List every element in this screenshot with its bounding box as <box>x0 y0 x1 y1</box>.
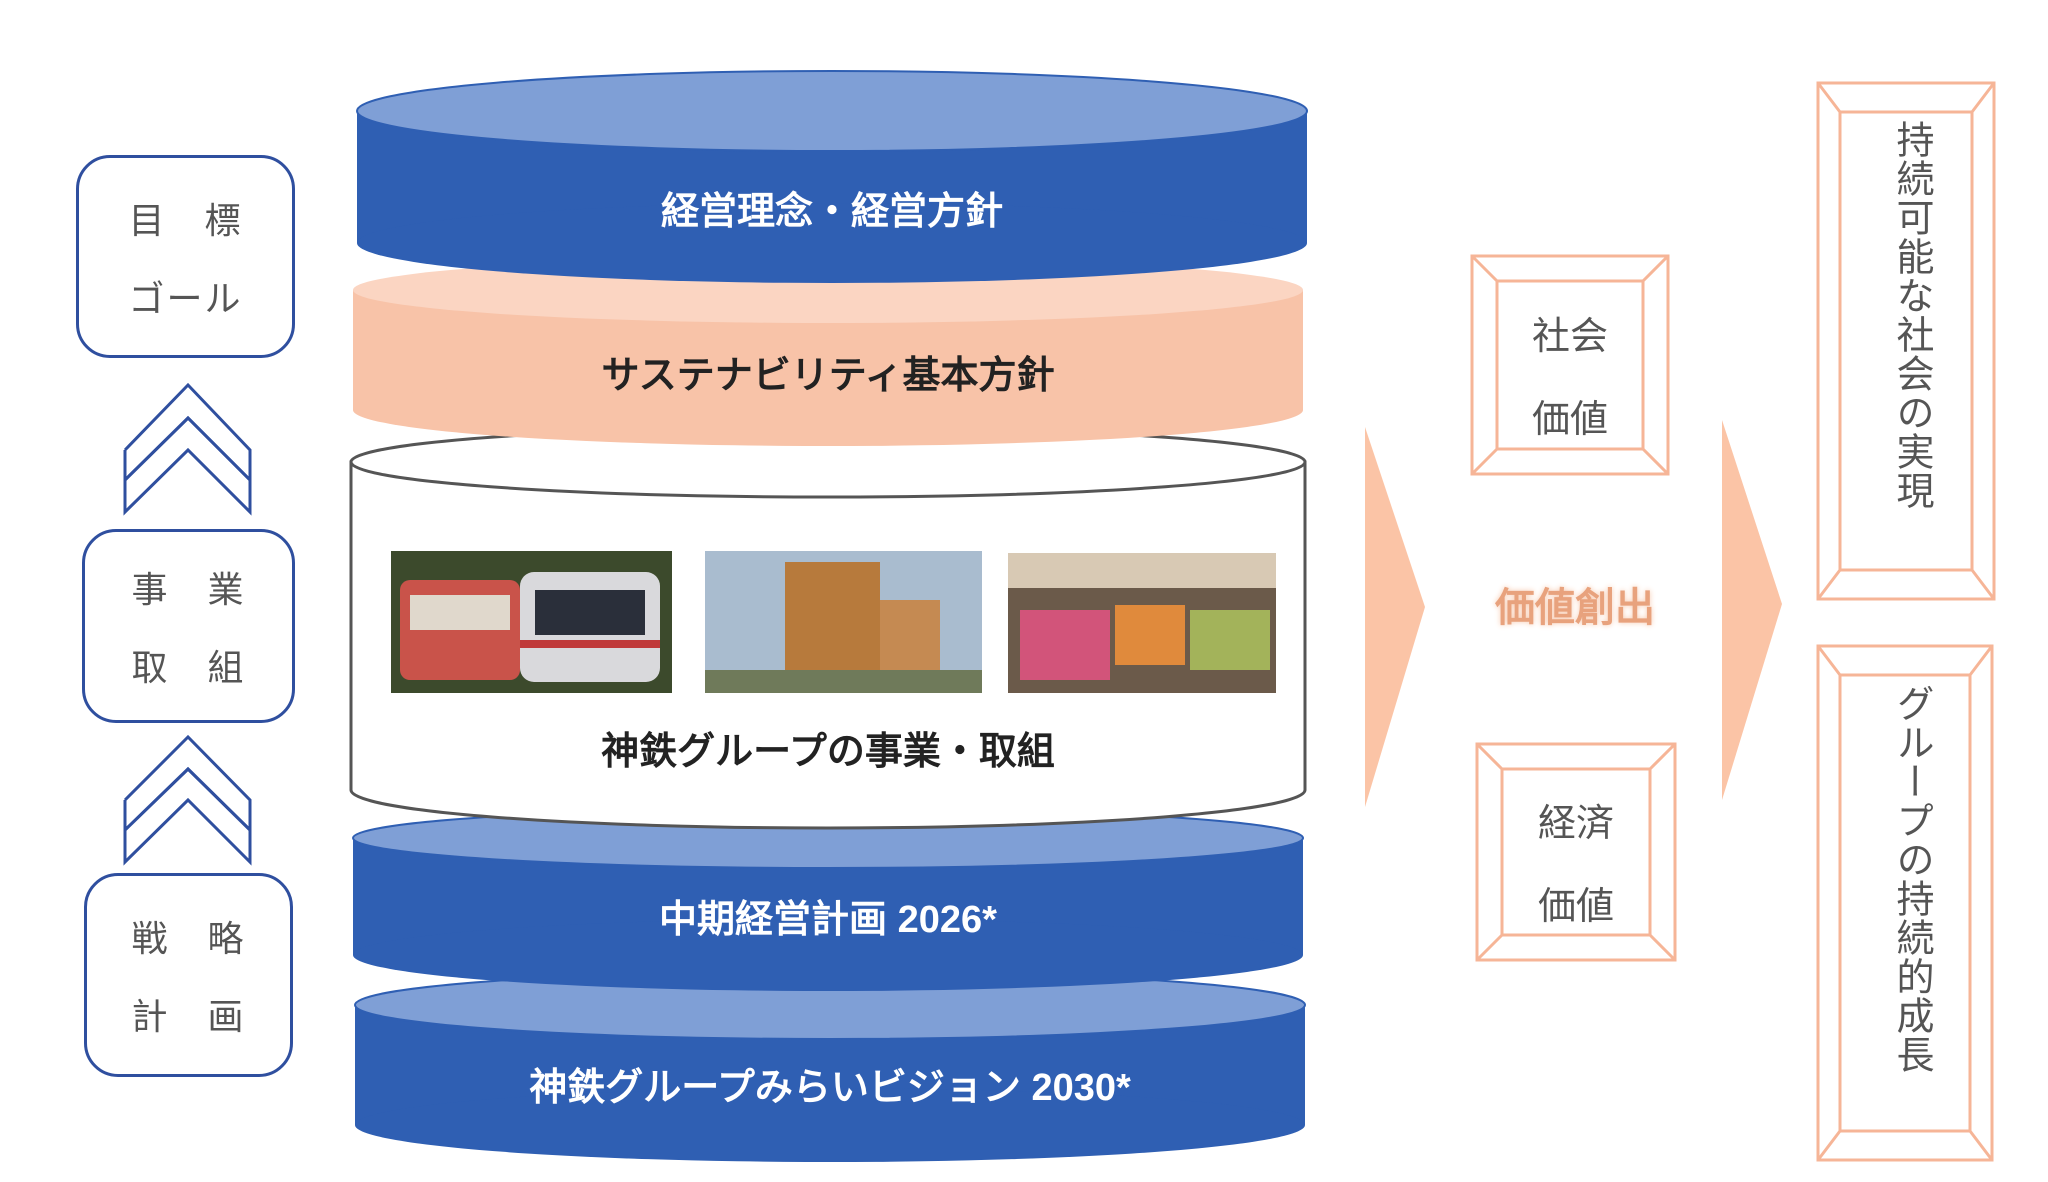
society-outcome-frame <box>1816 81 1996 601</box>
chevron-up-icon <box>123 734 252 866</box>
social-value-line1: 社会 <box>1531 316 1608 358</box>
economic-value-text: 経済 価値 <box>1526 792 1626 930</box>
philosophy-label: 経営理念・経営方針 <box>660 191 1004 233</box>
cylinder-philosophy <box>356 70 1308 283</box>
cylinder-vision-2030 <box>354 970 1306 1162</box>
business-initiatives-label: 神鉄グループの事業・取組 <box>601 731 1055 773</box>
business-sublabel: 取 組 <box>131 647 246 688</box>
social-value-text: 社会 価値 <box>1520 305 1620 443</box>
arrow-right-icon <box>1722 420 1782 800</box>
economic-value-line1: 経済 <box>1537 803 1614 845</box>
strategy-label: 戦 略 <box>131 918 246 959</box>
sustainability-label: サステナビリティ基本方針 <box>601 355 1055 397</box>
goal-box: 目 標 ゴール <box>76 155 295 358</box>
strategy-sublabel: 計 画 <box>131 996 246 1037</box>
business-label: 事 業 <box>131 569 246 610</box>
arrow-right-icon <box>1365 427 1425 807</box>
vision-2030-label: 神鉄グループみらいビジョン 2030* <box>529 1067 1131 1109</box>
building-photo <box>705 551 982 693</box>
chevron-up-icon <box>123 382 252 516</box>
supermarket-photo <box>1008 553 1276 693</box>
value-creation-label: 価値創出 <box>1495 586 1655 630</box>
strategy-box: 戦 略 計 画 <box>84 873 293 1077</box>
social-value-frame <box>1470 254 1670 476</box>
goal-label: 目 標 <box>128 199 243 241</box>
group-outcome-frame <box>1816 644 1994 1162</box>
mid-term-plan-label: 中期経営計画 2026* <box>659 899 997 941</box>
group-outcome-label: グループの持続的成長 <box>1890 684 1932 1074</box>
society-outcome-label: 持続可能な社会の実現 <box>1890 120 1932 510</box>
economic-value-frame <box>1475 742 1677 962</box>
business-box: 事 業 取 組 <box>82 529 295 723</box>
train-photo <box>391 551 672 693</box>
economic-value-line2: 価値 <box>1537 886 1614 928</box>
goal-sublabel: ゴール <box>128 277 243 319</box>
social-value-line2: 価値 <box>1531 399 1608 441</box>
